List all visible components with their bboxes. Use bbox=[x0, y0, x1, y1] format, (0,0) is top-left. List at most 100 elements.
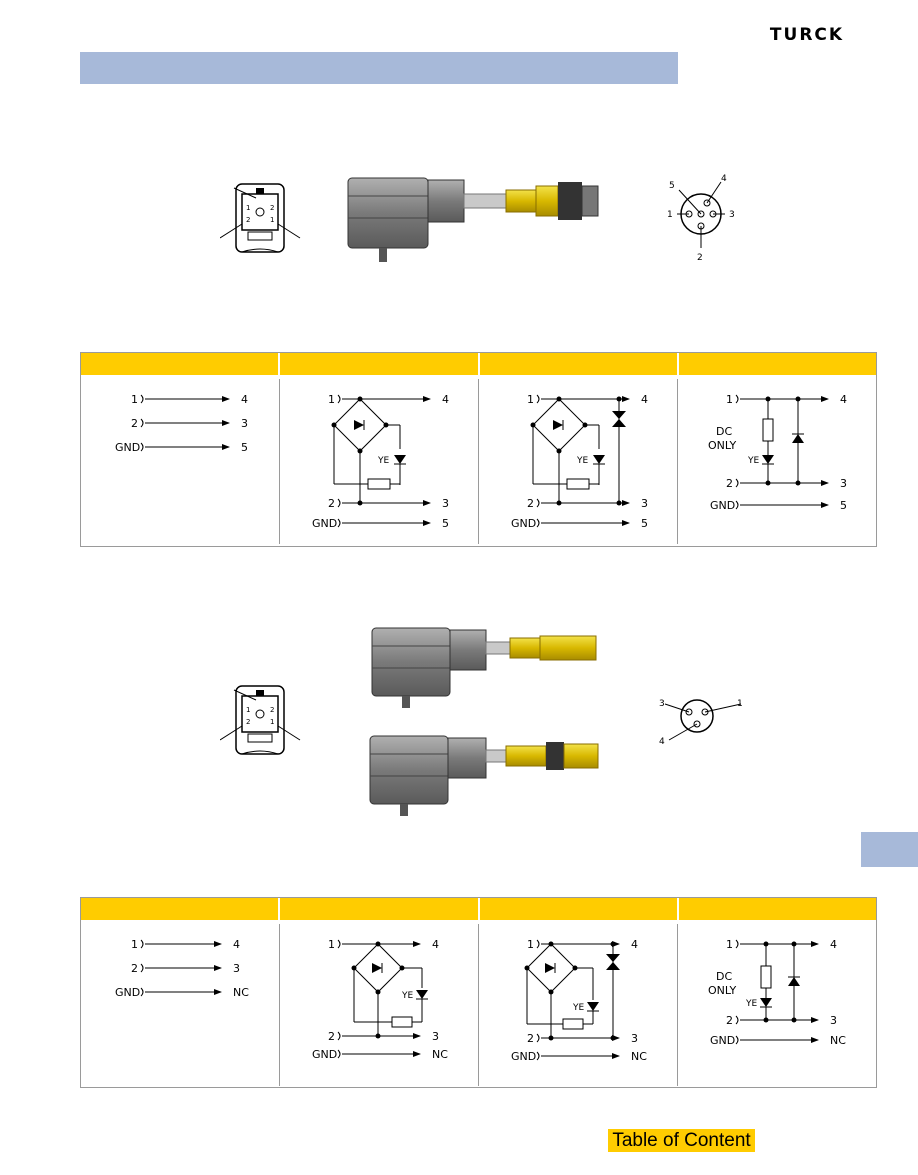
wiring-straight-nc: 1 4 2 3 GND NC bbox=[81, 924, 280, 1086]
svg-text:3: 3 bbox=[641, 497, 648, 510]
svg-text:3: 3 bbox=[631, 1032, 638, 1045]
side-chapter-tab[interactable] bbox=[861, 832, 918, 867]
svg-text:2: 2 bbox=[131, 417, 138, 430]
svg-text:4: 4 bbox=[641, 393, 648, 406]
svg-text:2: 2 bbox=[726, 1014, 733, 1027]
svg-text:YE: YE bbox=[576, 456, 588, 466]
svg-text:YE: YE bbox=[572, 1003, 584, 1013]
svg-text:1: 1 bbox=[246, 204, 250, 212]
svg-text:1: 1 bbox=[246, 706, 250, 714]
svg-text:NC: NC bbox=[233, 986, 249, 999]
svg-text:GND: GND bbox=[312, 517, 337, 530]
svg-text:3: 3 bbox=[432, 1030, 439, 1043]
header-cell bbox=[81, 353, 281, 375]
m12-5pin-pinout-top: 5 4 1 3 2 bbox=[655, 170, 755, 270]
svg-text:1: 1 bbox=[328, 393, 335, 406]
wiring-table-bottom: 1 4 2 3 GND NC 1 4 bbox=[80, 897, 877, 1088]
table-header bbox=[81, 353, 876, 375]
svg-text:3: 3 bbox=[659, 699, 665, 709]
svg-text:4: 4 bbox=[721, 174, 727, 184]
turck-logo: TURCK bbox=[740, 25, 874, 45]
svg-text:5: 5 bbox=[840, 499, 847, 512]
svg-text:4: 4 bbox=[233, 938, 240, 951]
header-cell bbox=[479, 353, 679, 375]
svg-text:DC: DC bbox=[716, 425, 732, 438]
wiring-bridge-led-nc: 1 4 YE 2 3 GND bbox=[280, 924, 479, 1086]
svg-text:2: 2 bbox=[527, 1032, 534, 1045]
wiring-dc-only: 1 4 YE DC ONLY 2 3 GND bbox=[678, 379, 876, 544]
svg-text:3: 3 bbox=[442, 497, 449, 510]
svg-text:ONLY: ONLY bbox=[708, 439, 737, 452]
svg-text:GND: GND bbox=[115, 986, 140, 999]
header-cell bbox=[678, 353, 876, 375]
header-cell bbox=[479, 898, 679, 920]
svg-text:2: 2 bbox=[246, 216, 250, 224]
valve-plug-face-bottom: 1 2 2 1 bbox=[219, 682, 310, 767]
svg-text:GND: GND bbox=[511, 1050, 536, 1063]
svg-text:NC: NC bbox=[631, 1050, 647, 1063]
svg-text:4: 4 bbox=[432, 938, 439, 951]
header-cell bbox=[678, 898, 876, 920]
wiring-bridge-led: 1 4 YE 2 3 GND bbox=[280, 379, 479, 544]
svg-text:4: 4 bbox=[840, 393, 847, 406]
svg-text:1: 1 bbox=[527, 393, 534, 406]
svg-text:GND: GND bbox=[710, 499, 735, 512]
svg-text:2: 2 bbox=[697, 253, 703, 263]
wiring-bridge-led-suppressor: 1 4 YE 2 3 bbox=[479, 379, 678, 544]
svg-text:ONLY: ONLY bbox=[708, 984, 737, 997]
wiring-dc-only-nc: 1 4 YE DC ONLY 2 3 GND bbox=[678, 924, 876, 1086]
section-title-bar bbox=[80, 52, 678, 84]
svg-text:3: 3 bbox=[830, 1014, 837, 1027]
svg-text:GND: GND bbox=[115, 441, 140, 454]
svg-text:1: 1 bbox=[270, 216, 274, 224]
svg-text:5: 5 bbox=[669, 181, 675, 191]
svg-text:2: 2 bbox=[270, 706, 274, 714]
brand-name: TURCK bbox=[770, 26, 844, 42]
svg-text:NC: NC bbox=[432, 1048, 448, 1061]
wiring-straight: 1 4 2 3 GND 5 bbox=[81, 379, 280, 544]
svg-text:1: 1 bbox=[737, 699, 743, 709]
svg-text:YE: YE bbox=[745, 999, 757, 1009]
svg-text:1: 1 bbox=[726, 938, 733, 951]
svg-text:1: 1 bbox=[667, 210, 673, 220]
svg-text:4: 4 bbox=[241, 393, 248, 406]
svg-text:5: 5 bbox=[442, 517, 449, 530]
svg-text:GND: GND bbox=[511, 517, 536, 530]
svg-text:YE: YE bbox=[401, 991, 413, 1001]
angled-connector-cable-female bbox=[368, 622, 603, 717]
angled-connector-cable-male bbox=[368, 730, 603, 825]
svg-text:4: 4 bbox=[830, 938, 837, 951]
svg-text:4: 4 bbox=[631, 938, 638, 951]
svg-text:YE: YE bbox=[747, 456, 759, 466]
wiring-table-top: 1 4 2 3 GND 5 1 4 bbox=[80, 352, 877, 547]
m8-3pin-pinout-bottom: 3 1 4 bbox=[655, 692, 755, 757]
svg-text:1: 1 bbox=[726, 393, 733, 406]
svg-text:GND: GND bbox=[710, 1034, 735, 1047]
svg-text:GND: GND bbox=[312, 1048, 337, 1061]
svg-text:2: 2 bbox=[270, 204, 274, 212]
svg-text:3: 3 bbox=[840, 477, 847, 490]
header-cell bbox=[280, 353, 480, 375]
svg-text:3: 3 bbox=[233, 962, 240, 975]
svg-text:2: 2 bbox=[328, 1030, 335, 1043]
table-header bbox=[81, 898, 876, 920]
svg-text:5: 5 bbox=[241, 441, 248, 454]
svg-text:1: 1 bbox=[131, 393, 138, 406]
svg-text:4: 4 bbox=[659, 737, 665, 747]
header-cell bbox=[81, 898, 281, 920]
valve-plug-face-top: 1 2 2 1 bbox=[219, 180, 310, 265]
wiring-bridge-led-suppressor-nc: 1 4 YE 2 3 bbox=[479, 924, 678, 1086]
header-cell bbox=[280, 898, 480, 920]
svg-text:4: 4 bbox=[442, 393, 449, 406]
svg-text:2: 2 bbox=[131, 962, 138, 975]
svg-text:2: 2 bbox=[246, 718, 250, 726]
svg-text:2: 2 bbox=[527, 497, 534, 510]
svg-text:1: 1 bbox=[270, 718, 274, 726]
svg-text:YE: YE bbox=[377, 456, 389, 466]
table-of-content-link[interactable]: Table of Content bbox=[608, 1129, 755, 1152]
svg-text:5: 5 bbox=[641, 517, 648, 530]
svg-text:2: 2 bbox=[328, 497, 335, 510]
svg-text:NC: NC bbox=[830, 1034, 846, 1047]
svg-text:3: 3 bbox=[241, 417, 248, 430]
svg-text:1: 1 bbox=[131, 938, 138, 951]
